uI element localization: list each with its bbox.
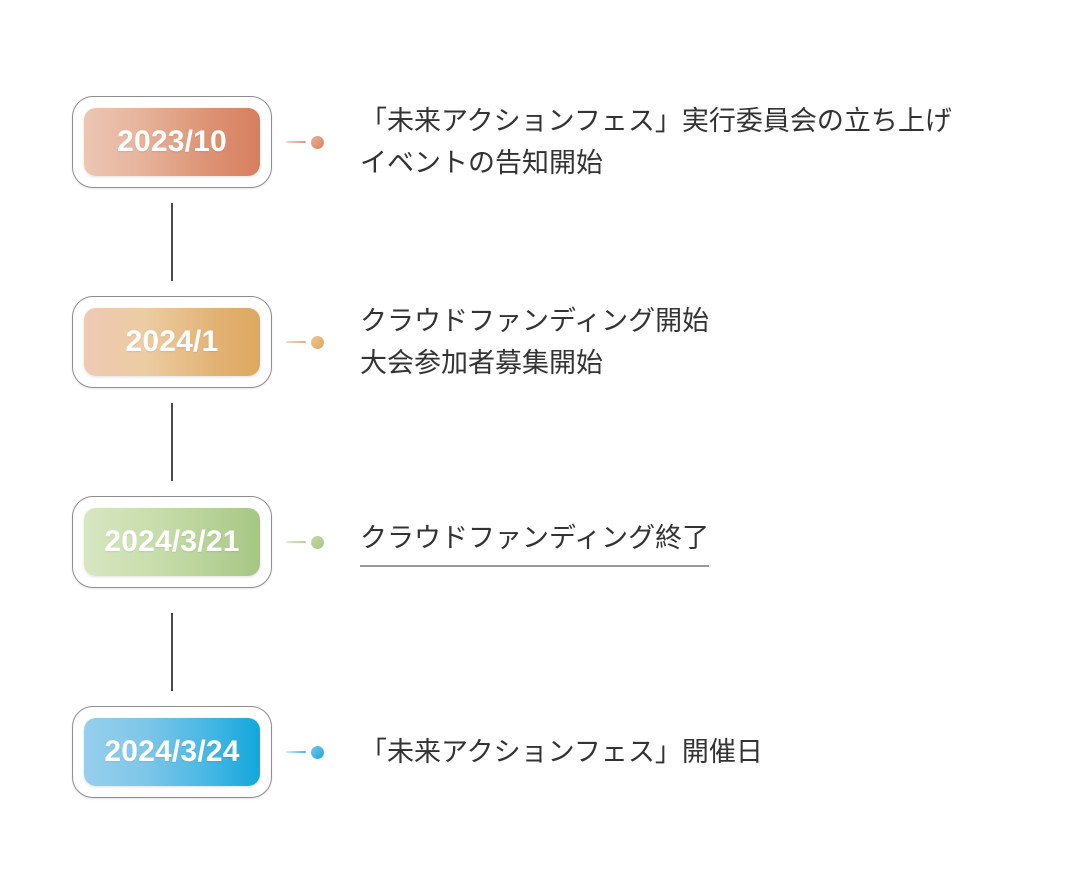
timeline-date-badge-fill: 2024/3/24 [84, 718, 260, 786]
timeline-description-line: イベントの告知開始 [360, 148, 603, 178]
timeline-description-line: 「未来アクションフェス」実行委員会の立ち上げ [360, 106, 952, 136]
leader-line-icon [286, 141, 306, 143]
timeline-description-line: クラウドファンディング終了 [360, 517, 710, 567]
timeline-date-badge-fill: 2024/1 [84, 308, 260, 376]
timeline-date-label: 2024/3/21 [104, 525, 240, 558]
timeline-description-line: 大会参加者募集開始 [360, 348, 603, 378]
timeline-row: 2023/10 「未来アクションフェス」実行委員会の立ち上げ イベントの告知開始 [0, 96, 1080, 188]
timeline-description-line: 「未来アクションフェス」開催日 [360, 737, 763, 767]
timeline-row: 2024/1 クラウドファンディング開始 大会参加者募集開始 [0, 296, 1080, 388]
timeline-connector-3 [171, 613, 173, 691]
timeline-date-badge[interactable]: 2023/10 [72, 96, 272, 188]
timeline-row: 2024/3/21 クラウドファンディング終了 [0, 496, 1080, 588]
timeline-date-badge[interactable]: 2024/1 [72, 296, 272, 388]
timeline-date-label: 2024/3/24 [104, 735, 240, 768]
timeline-marker-dot-icon [311, 535, 324, 549]
timeline-date-label: 2024/1 [125, 325, 219, 358]
timeline-leader [286, 296, 324, 388]
timeline-description-line: クラウドファンディング開始 [360, 306, 710, 336]
timeline-connector-2 [171, 403, 173, 481]
timeline-description: クラウドファンディング開始 大会参加者募集開始 [360, 296, 1050, 388]
timeline-date-badge-fill: 2024/3/21 [84, 508, 260, 576]
timeline-description: 「未来アクションフェス」開催日 [360, 706, 1050, 798]
timeline-date-badge[interactable]: 2024/3/21 [72, 496, 272, 588]
timeline-marker-dot-icon [311, 335, 324, 349]
leader-line-icon [286, 341, 306, 343]
timeline-leader [286, 96, 324, 188]
timeline-description: クラウドファンディング終了 [360, 496, 1050, 588]
timeline-date-badge-fill: 2023/10 [84, 108, 260, 176]
timeline-date-label: 2023/10 [117, 125, 227, 158]
timeline-description: 「未来アクションフェス」実行委員会の立ち上げ イベントの告知開始 [360, 96, 1050, 188]
timeline-leader [286, 496, 324, 588]
leader-line-icon [286, 751, 306, 753]
timeline-date-badge[interactable]: 2024/3/24 [72, 706, 272, 798]
leader-line-icon [286, 541, 306, 543]
timeline-leader [286, 706, 324, 798]
timeline-row: 2024/3/24 「未来アクションフェス」開催日 [0, 706, 1080, 798]
timeline-marker-dot-icon [311, 745, 324, 759]
timeline-marker-dot-icon [311, 135, 324, 149]
timeline-connector-1 [171, 203, 173, 281]
